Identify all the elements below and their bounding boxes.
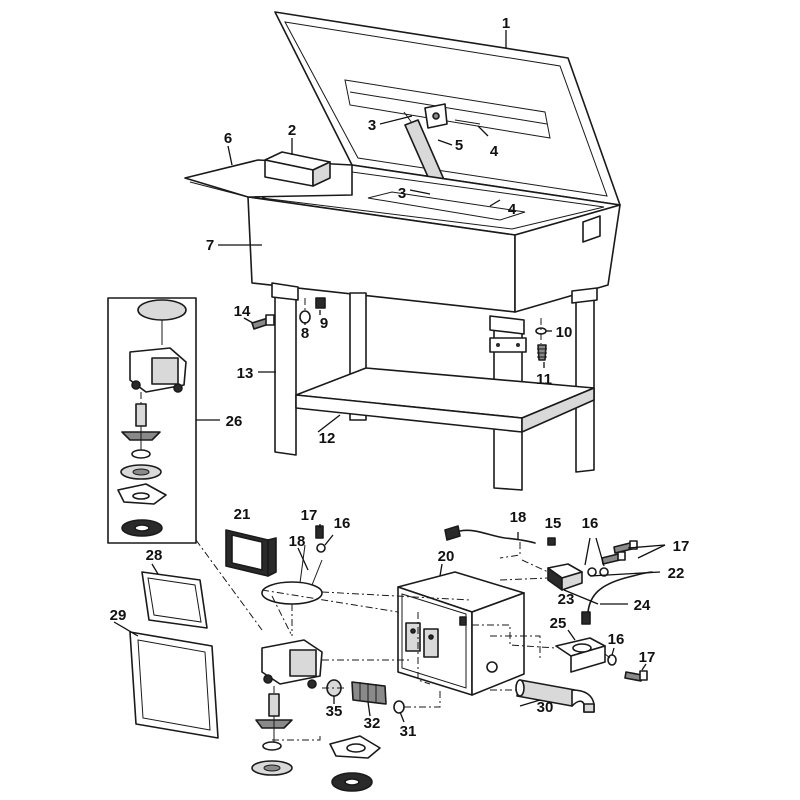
callout-16-bracket: 16 (608, 631, 625, 648)
callout-4-lower: 4 (508, 201, 517, 218)
callout-2: 2 (288, 122, 296, 139)
callout-29: 29 (110, 607, 127, 624)
callout-17-pump: 17 (301, 507, 318, 524)
callout-1: 1 (502, 15, 510, 32)
callout-35: 35 (326, 703, 343, 720)
pump-assembly (251, 525, 381, 792)
callout-3-upper: 3 (368, 117, 376, 134)
callout-4-upper: 4 (490, 143, 499, 160)
callout-17-top: 17 (673, 538, 690, 555)
parts-tray (264, 151, 331, 187)
screws-17-16 (599, 540, 638, 577)
power-cord (444, 525, 556, 559)
bottom-shelf (295, 367, 595, 433)
callout-9: 9 (320, 315, 328, 332)
callout-18-pump: 18 (289, 533, 306, 550)
callout-31: 31 (400, 723, 417, 740)
callout-25: 25 (550, 615, 567, 632)
callout-18-cord: 18 (510, 509, 527, 526)
callout-7: 7 (206, 237, 214, 254)
callout-32: 32 (364, 715, 381, 732)
callout-12: 12 (319, 430, 336, 447)
leader-lines (113, 30, 666, 723)
callout-8: 8 (301, 325, 309, 342)
callout-labels: 1 2 3 3 4 4 5 6 7 8 9 10 11 12 13 14 15 … (110, 15, 690, 740)
callout-26: 26 (226, 413, 243, 430)
filter-panel-28 (141, 571, 208, 629)
electrical-box (397, 571, 525, 696)
callout-10: 10 (556, 324, 573, 341)
callout-21: 21 (234, 506, 251, 523)
switch-23 (547, 563, 597, 591)
callout-30: 30 (537, 699, 554, 716)
callout-14: 14 (234, 303, 251, 320)
callout-15: 15 (545, 515, 562, 532)
callout-11: 11 (536, 371, 552, 388)
callout-13: 13 (237, 365, 254, 382)
callout-23: 23 (558, 591, 575, 608)
leg-hardware (251, 297, 547, 361)
pump-detail-box (107, 297, 197, 544)
assembly-lines (195, 539, 611, 708)
bracket-25 (555, 637, 648, 682)
cover-plate-21 (225, 529, 277, 577)
callout-3-lower: 3 (398, 185, 406, 202)
callout-16-top: 16 (582, 515, 599, 532)
callout-5: 5 (455, 137, 463, 154)
callout-28: 28 (146, 547, 163, 564)
callout-6: 6 (224, 130, 232, 147)
filter-panel-29 (129, 631, 219, 739)
callout-24: 24 (634, 597, 651, 614)
drain-pipe-30 (515, 679, 595, 713)
callout-17-bracket: 17 (639, 649, 656, 666)
callout-16-pump: 16 (334, 515, 351, 532)
callout-20: 20 (438, 548, 455, 565)
callout-22: 22 (668, 565, 685, 582)
